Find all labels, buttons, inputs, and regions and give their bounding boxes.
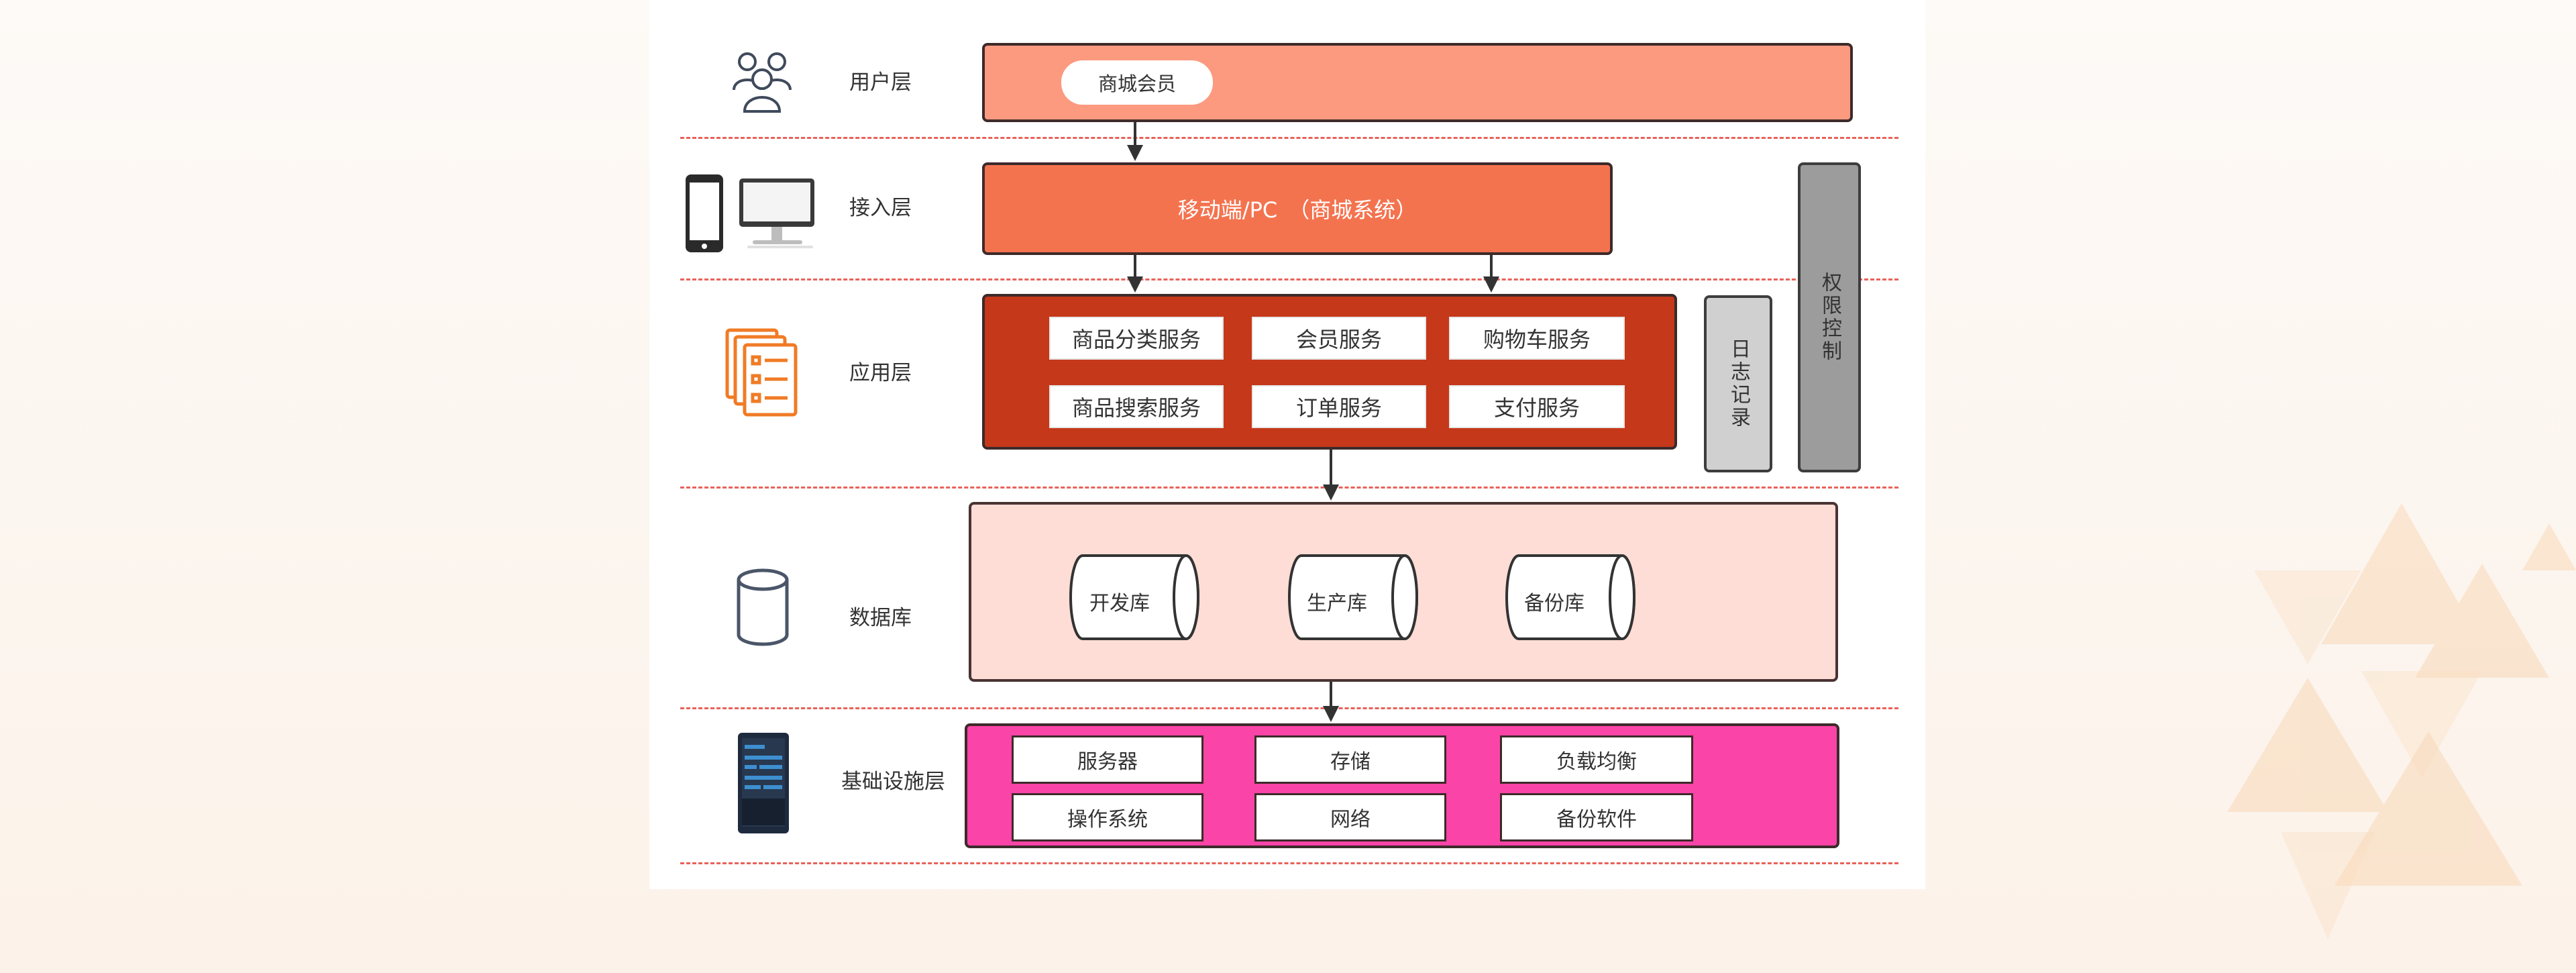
layer-separator: [680, 278, 1898, 280]
database-cylinders: [1069, 554, 1635, 640]
layer-label-database: 数据库: [849, 606, 912, 630]
access-layer-text: 移动端/PC （商城系统）: [1177, 197, 1417, 223]
infra-item: 备份软件: [1500, 793, 1693, 841]
devices-icon: [686, 174, 814, 252]
service-box: 支付服务: [1449, 385, 1625, 428]
infra-item: 网络: [1254, 793, 1446, 841]
layer-label-infrastructure: 基础设施层: [841, 770, 945, 794]
documents-icon: [725, 328, 798, 417]
database-icon: [737, 568, 789, 646]
application-layer-bar: 商品分类服务 会员服务 购物车服务 商品搜索服务 订单服务 支付服务: [982, 294, 1677, 450]
layer-separator: [680, 137, 1898, 139]
permission-control-text: 权限控制: [1818, 272, 1841, 363]
layer-label-access: 接入层: [849, 196, 912, 220]
layer-label-application: 应用层: [849, 361, 912, 385]
users-icon: [733, 52, 792, 113]
infra-item: 存储: [1254, 735, 1446, 784]
database-layer-bar: 开发库 生产库 备份库: [969, 502, 1838, 682]
service-box: 购物车服务: [1449, 317, 1625, 360]
permission-control-bar: 权限控制: [1798, 162, 1861, 472]
infra-item: 负载均衡: [1500, 735, 1693, 784]
service-box: 商品分类服务: [1049, 317, 1224, 360]
layer-separator: [680, 707, 1898, 709]
database-dev: 开发库: [1089, 592, 1150, 615]
layer-separator: [680, 862, 1898, 864]
member-pill: 商城会员: [1061, 60, 1213, 105]
service-box: 订单服务: [1252, 385, 1426, 428]
user-layer-bar: 商城会员: [982, 43, 1853, 122]
database-backup: 备份库: [1524, 592, 1585, 615]
layer-label-user: 用户层: [849, 70, 912, 95]
server-icon: [738, 733, 789, 833]
log-record-bar: 日志记录: [1704, 295, 1772, 472]
service-box: 会员服务: [1252, 317, 1426, 360]
service-box: 商品搜索服务: [1049, 385, 1224, 428]
layer-separator: [680, 486, 1898, 489]
database-prod: 生产库: [1307, 592, 1367, 615]
log-record-text: 日志记录: [1727, 338, 1750, 429]
access-layer-bar: 移动端/PC （商城系统）: [982, 162, 1613, 255]
infra-item: 操作系统: [1012, 793, 1203, 841]
infrastructure-layer-bar: 服务器 存储 负载均衡 操作系统 网络 备份软件: [965, 723, 1839, 848]
infra-item: 服务器: [1012, 735, 1203, 784]
